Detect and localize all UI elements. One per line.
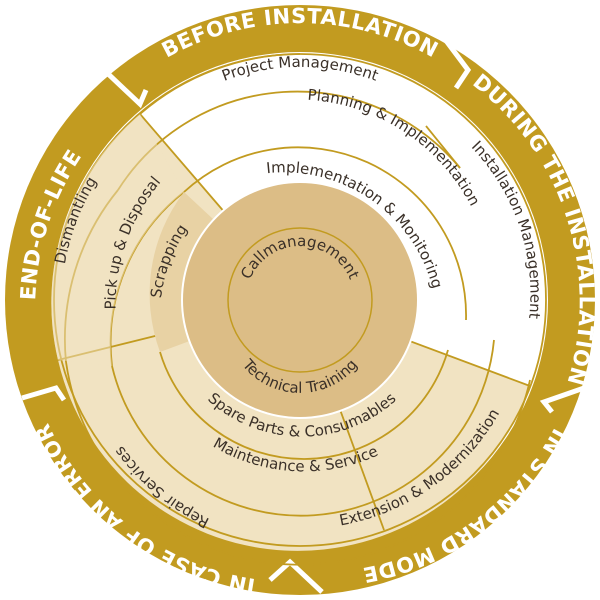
arrow-error-eol [21,385,67,402]
sector-standard-error [58,300,530,551]
center-inner-disk [227,227,373,373]
arrow-eol-before [102,68,149,109]
arrow-during-standard [539,385,585,414]
ring-arrows [21,20,585,594]
arrow-standard-error [268,558,324,594]
center-white-edge [181,181,419,419]
eol-mid-band [51,114,184,366]
center-outer-disk [182,182,418,418]
arrow-before-during [430,20,472,90]
